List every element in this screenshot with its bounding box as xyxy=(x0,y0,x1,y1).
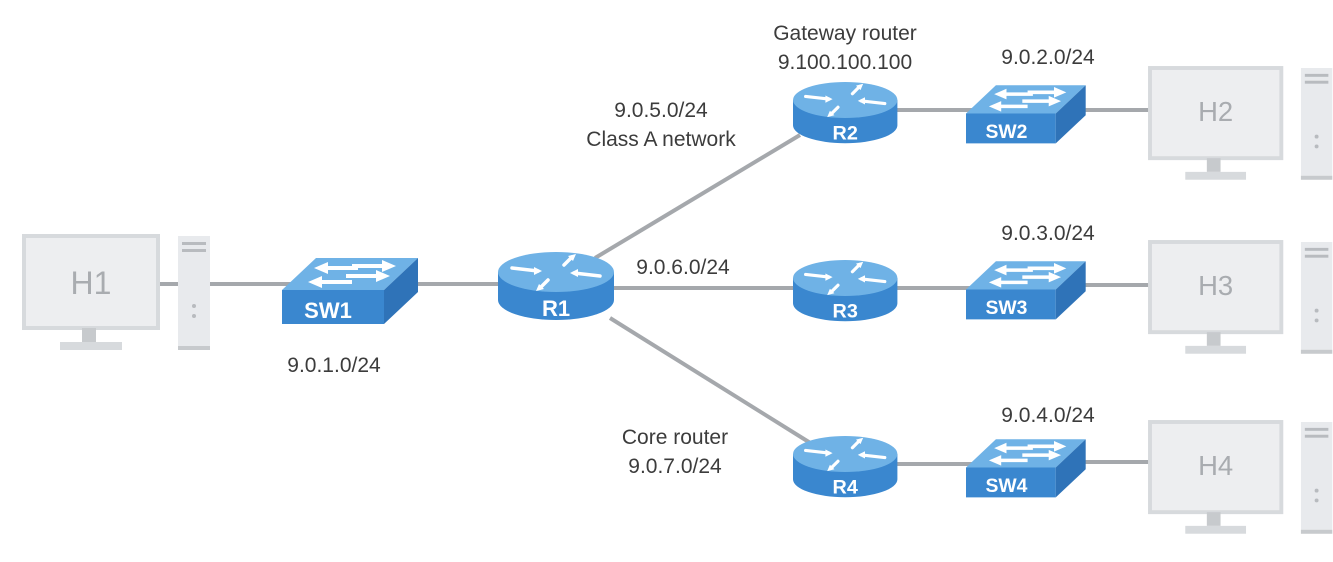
switch-sw2[interactable]: SW2 xyxy=(966,85,1086,144)
r2-ip-label: 9.100.100.100 xyxy=(778,51,912,74)
switch-label: SW1 xyxy=(304,298,352,323)
switch-label: SW3 xyxy=(986,297,1028,319)
switch-sw1[interactable]: SW1 xyxy=(282,258,418,324)
link-r1-r2 xyxy=(593,133,802,260)
host-h4[interactable]: H4 xyxy=(1148,420,1333,536)
subnet-label-sw3: 9.0.3.0/24 xyxy=(1001,222,1095,245)
host-label: H3 xyxy=(1198,270,1233,301)
computer-icon xyxy=(1148,66,1333,182)
switch-sw4[interactable]: SW4 xyxy=(966,439,1086,498)
host-label: H4 xyxy=(1198,450,1233,481)
r4-role-label: Core router xyxy=(622,426,728,449)
router-r3[interactable]: R3 xyxy=(791,258,899,323)
subnet-label-sw4: 9.0.4.0/24 xyxy=(1001,404,1095,427)
host-label: H1 xyxy=(71,265,112,301)
computer-icon xyxy=(22,234,212,352)
router-label: R2 xyxy=(833,123,858,145)
link-r1-r4 xyxy=(608,316,814,446)
subnet-label-sw2: 9.0.2.0/24 xyxy=(1001,46,1095,69)
switch-sw3[interactable]: SW3 xyxy=(966,261,1086,320)
host-h3[interactable]: H3 xyxy=(1148,240,1333,356)
subnet-label-r1-r2: 9.0.5.0/24 xyxy=(614,99,708,122)
subnet-label-sw1: 9.0.1.0/24 xyxy=(287,354,381,377)
subnet-label-r1-r3: 9.0.6.0/24 xyxy=(636,256,730,279)
switch-label: SW2 xyxy=(986,121,1028,143)
router-r1[interactable]: R1 xyxy=(496,250,616,322)
computer-icon xyxy=(1148,420,1333,536)
router-label: R3 xyxy=(833,301,858,323)
network-class-label: Class A network xyxy=(586,128,736,151)
router-r2[interactable]: R2 xyxy=(791,80,899,145)
host-h1[interactable]: H1 xyxy=(22,234,212,352)
router-r4[interactable]: R4 xyxy=(791,434,899,499)
host-label: H2 xyxy=(1198,96,1233,127)
computer-icon xyxy=(1148,240,1333,356)
subnet-label-r1-r4: 9.0.7.0/24 xyxy=(628,455,722,478)
r2-role-label: Gateway router xyxy=(773,22,917,45)
switch-label: SW4 xyxy=(986,475,1028,497)
router-label: R4 xyxy=(833,477,858,499)
router-label: R1 xyxy=(542,296,570,321)
host-h2[interactable]: H2 xyxy=(1148,66,1333,182)
